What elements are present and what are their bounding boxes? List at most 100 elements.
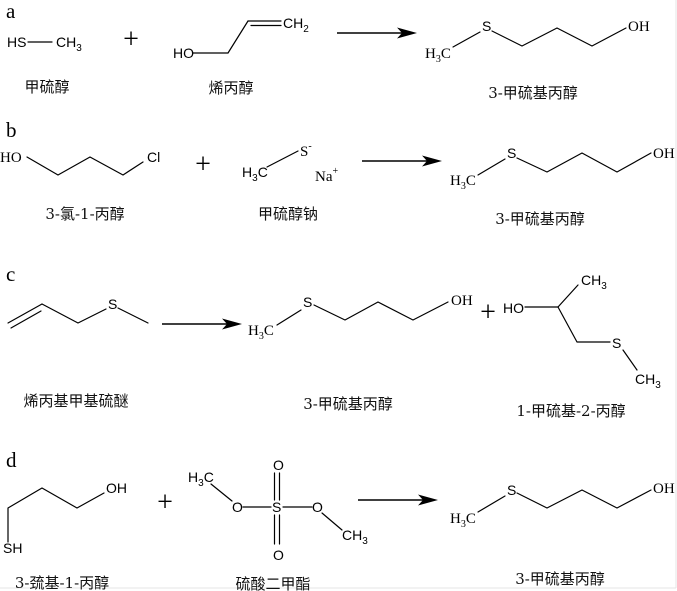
panel-label: a [6, 0, 16, 23]
atom-symbol: OH [653, 481, 675, 497]
atom-symbol: S [482, 18, 491, 34]
molecule-sodium-methanethiolate: H3C S- Na+ 甲硫醇钠 [242, 141, 339, 223]
double-bond-line [7, 303, 43, 324]
atom-symbol: SH [3, 540, 22, 556]
atom-label-hs: HS [7, 34, 26, 50]
atom-label-o-top: O [273, 457, 284, 473]
molecule-3-mercapto-1-propanol: SH OH 3-巯基-1-丙醇 [3, 480, 127, 591]
molecule-allyl-methyl-sulfide: S 烯丙基甲基硫醚 [7, 296, 149, 410]
atom-symbol: C [466, 173, 476, 189]
molecule-name: 3-巯基-1-丙醇 [15, 574, 109, 591]
molecule-name: 烯丙基甲基硫醚 [23, 392, 128, 410]
panel-label: c [6, 262, 15, 286]
reaction-panel-d: d SH OH 3-巯基-1-丙醇 + H3C O S O CH3 O O 硫 [3, 448, 675, 591]
molecule-3-methylthiopropanol: H3C S OH 3-甲硫基丙醇 [450, 481, 675, 588]
atom-symbol: O [312, 499, 323, 515]
atom-symbol: HO [173, 45, 194, 61]
molecule-1-methylthio-2-propanol: HO CH3 S CH3 1-甲硫基-2-丙醇 [503, 272, 661, 420]
molecule-name: 3-甲硫基丙醇 [303, 395, 393, 413]
atom-label-s: S [272, 499, 281, 515]
atom-symbol: H [425, 46, 436, 62]
atom-symbol: OH [451, 293, 473, 309]
atom-label-h3c: H3C [242, 164, 268, 184]
molecule-name: 甲硫醇钠 [258, 205, 318, 223]
arrow-head-icon [397, 27, 417, 39]
atom-subscript: 3 [461, 519, 466, 530]
atom-label-na-cation: Na+ [315, 166, 339, 185]
reaction-arrow [337, 27, 417, 39]
single-bond [452, 31, 481, 48]
panel-label: b [6, 118, 17, 142]
atom-symbol: S [108, 296, 117, 312]
atom-label-oh: OH [628, 19, 650, 35]
atom-symbol: O [273, 457, 284, 473]
atom-label-ch3: CH3 [342, 527, 368, 547]
atom-label-s: S [108, 296, 117, 312]
atom-symbol: H [450, 511, 461, 527]
atom-symbol: CH [283, 15, 303, 31]
atom-symbol: CH [635, 371, 655, 387]
atom-subscript: 3 [76, 43, 82, 54]
molecule-3-methylthiopropanol: H3C S OH 3-甲硫基丙醇 [248, 293, 473, 413]
carbon-chain-bonds [516, 152, 652, 173]
molecule-allyl-alcohol: HO CH2 烯丙醇 [173, 15, 309, 97]
atom-label-ho: HO [0, 150, 22, 166]
atom-symbol: S [507, 145, 516, 161]
carbon-chain-bonds [7, 487, 105, 543]
atom-subscript: 3 [461, 181, 466, 192]
atom-subscript: 3 [198, 478, 204, 489]
atom-label-o-bottom: O [273, 547, 284, 563]
atom-symbol: CH [56, 34, 76, 50]
arrow-head-icon [418, 494, 438, 506]
plus-sign: + [195, 149, 211, 180]
atom-charge: - [308, 141, 311, 152]
molecule-name: 烯丙醇 [208, 79, 253, 97]
atom-label-sh: SH [3, 540, 22, 556]
atom-label-s-anion: S- [300, 141, 312, 160]
atom-label-s: S [303, 294, 312, 310]
panel-label: d [6, 448, 17, 472]
atom-subscript: 3 [655, 380, 661, 391]
single-bond [477, 495, 506, 513]
atom-label-s: S [507, 145, 516, 161]
atom-symbol: OH [628, 19, 650, 35]
atom-label-ho: HO [503, 300, 524, 316]
molecule-name: 1-甲硫基-2-丙醇 [516, 402, 625, 420]
atom-symbol: S [272, 499, 281, 515]
carbon-chain-bonds [313, 301, 449, 321]
molecule-methanethiol: HS CH3 甲硫醇 [7, 34, 82, 96]
atom-label-h3c: H3C [450, 511, 476, 530]
atom-symbol: S [300, 144, 308, 160]
atom-symbol: C [441, 46, 451, 62]
single-bond [557, 284, 579, 308]
carbon-chain-bonds [557, 306, 611, 343]
atom-symbol: O [273, 547, 284, 563]
single-bond [266, 150, 299, 168]
plus-sign: + [123, 24, 139, 55]
atom-label-s: S [507, 482, 516, 498]
atom-label-oh: OH [451, 293, 473, 309]
atom-label-h3c: H3C [188, 469, 214, 489]
arrow-head-icon [422, 155, 442, 167]
atom-label-oh: OH [653, 481, 675, 497]
atom-symbol: S [507, 482, 516, 498]
atom-label-h3c: H3C [248, 323, 274, 342]
molecule-name: 3-甲硫基丙醇 [488, 84, 578, 102]
reaction-panel-b: b HO Cl 3-氯-1-丙醇 + H3C S- Na+ 甲硫醇钠 H3C S… [0, 118, 675, 228]
atom-label-h3c: H3C [450, 173, 476, 192]
single-bond [210, 483, 233, 502]
atom-symbol: C [466, 511, 476, 527]
atom-label-ch3: CH3 [581, 272, 607, 292]
single-bond [321, 512, 343, 531]
arrow-head-icon [222, 318, 242, 330]
atom-subscript: 3 [259, 331, 264, 342]
atom-label-oh: OH [653, 146, 675, 162]
atom-label-o: O [232, 499, 243, 515]
atom-label-s: S [612, 335, 621, 351]
atom-symbol: C [258, 164, 268, 180]
molecule-name: 3-氯-1-丙醇 [45, 205, 124, 223]
atom-symbol: HO [0, 150, 22, 166]
atom-label-ho: HO [173, 45, 194, 61]
atom-symbol: H [188, 469, 198, 485]
